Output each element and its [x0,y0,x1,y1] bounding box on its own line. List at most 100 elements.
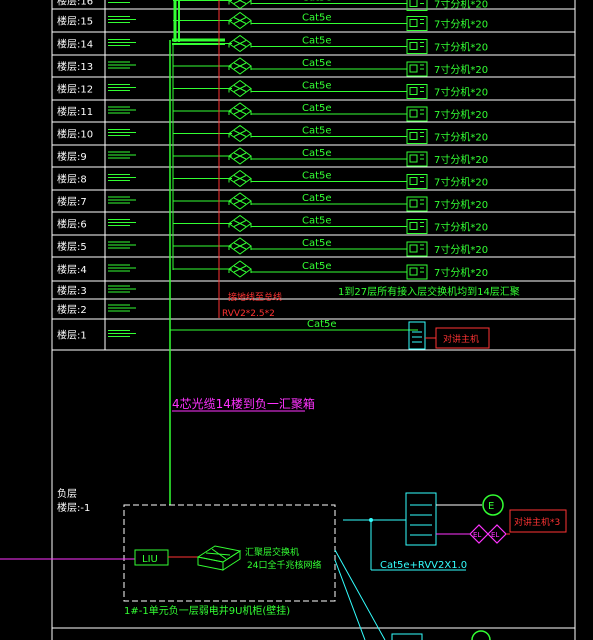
access-switch-icon [228,11,252,30]
indoor-monitor-icon [406,61,428,77]
floor-cable-label: Cat5e [302,13,332,24]
floor-row: 楼层:2 [52,303,575,320]
floor-label: 楼层:4 [57,263,87,276]
aggregation-switch-ports: 24口全千兆核网络 [247,559,321,571]
indoor-monitor-icon [406,241,428,257]
floor-device-label: 7寸分机*20 [434,176,488,189]
floor-device-label: 7寸分机*20 [434,63,488,76]
indoor-monitor-icon [406,39,428,54]
floor-tiny-notes [108,129,136,136]
access-switch-icon [228,124,252,143]
floor-row: 楼层:1 [52,329,575,351]
access-switch-icon [228,34,252,53]
indoor-monitor-icon [406,84,428,99]
floor-label: 楼层:16 [57,0,93,8]
access-switch-icon [228,214,252,233]
intercom-host-label: 对讲主机 [443,333,479,345]
floor1-cable-label: Cat5e [307,319,337,330]
door-host-label: 对讲主机*3 [514,516,560,528]
floor-cable-label: Cat5e [302,36,332,47]
indoor-monitor-icon [406,0,428,11]
floor-label: 楼层:8 [57,173,87,186]
access-switch-icon [228,237,252,255]
intercom-host-label-box [435,327,490,349]
floor-tiny-notes [108,61,136,69]
floor-tiny-notes [108,304,136,312]
access-switch-icon [228,260,252,278]
basement-label: 负层 [57,487,77,500]
floor-tiny-notes [108,241,136,249]
access-switch-icon [228,57,252,75]
basement-floor-label: 楼层:-1 [57,501,90,514]
floor-aggregation-note: 1到27层所有接入层交换机均到14层汇聚 [338,285,520,298]
access-switch-icon [228,79,252,98]
floor-cable-label: Cat5e [302,238,332,249]
floor-row: 楼层:7 Cat5e 7寸分机*20 [52,192,575,213]
floor-device-label: 7寸分机*20 [434,153,488,166]
floor-device-label: 7寸分机*20 [434,198,488,211]
floor-row: 楼层:15 Cat5e 7寸分机*20 [52,11,575,33]
indoor-monitor-icon [406,151,428,167]
floor-label: 楼层:2 [57,303,87,316]
floor-label: 楼层:14 [57,38,93,51]
cyan-links [334,492,466,640]
indoor-monitor-icon [406,196,428,212]
floor-row: 楼层:9 Cat5e 7寸分机*20 [52,147,575,168]
floor-tiny-notes [108,285,136,293]
floor-tiny-notes [108,84,136,91]
earth-symbol-icon [482,494,504,516]
floor-cable-label: Cat5e [302,81,332,92]
indoor-monitor-icon [406,106,428,122]
indoor-monitor-icon [406,16,428,31]
floor-label: 楼层:9 [57,150,87,163]
floor-tiny-notes [108,39,136,46]
access-switch-icon [228,102,252,120]
floor-tiny-notes [108,264,136,272]
floor-tiny-notes [108,151,136,159]
floor-tiny-notes [108,219,136,226]
floor-label: 楼层:15 [57,15,93,28]
main-cable-label: Cat5e+RVV2X1.0 [380,560,467,571]
floor-label: 楼层:11 [57,105,93,118]
access-switch-icon [228,0,252,10]
earth-symbol-label: E [488,501,494,512]
floor-cable-label: Cat5e [302,193,332,204]
floor-tiny-notes [108,16,136,23]
floor-tiny-notes [108,196,136,204]
el-symbol-label-2: EL [491,531,499,539]
cabinet-note: 1#-1单元负一层弱电井9U机柜(壁挂) [124,604,290,617]
floor-tiny-notes [108,174,136,181]
indoor-monitor-icon [406,219,428,234]
liu-label: LIU [142,554,158,565]
green-risers [169,0,225,505]
floor-label: 楼层:6 [57,218,87,231]
indoor-monitor-icon [406,129,428,144]
floor-cable-label: Cat5e [302,171,332,182]
floor-device-label: 7寸分机*20 [434,243,488,256]
floor-label: 楼层:7 [57,195,87,208]
floor-label: 楼层:3 [57,284,87,297]
el-symbol-label-1: EL [473,531,481,539]
floor-label: 楼层:1 [57,329,87,342]
ground-cable-spec: RVV2*2.5*2 [222,309,275,319]
floor1-link: Cat5e 对讲主机 [170,319,490,350]
floor-cable-label: Cat5e [302,261,332,272]
indoor-monitor-icon [406,264,428,280]
floor-tiny-notes [108,2,130,3]
floor-row: 楼层:3 [52,284,575,300]
access-switch-icon [228,169,252,188]
floor-label: 楼层:10 [57,128,93,141]
aggregation-switch-icon [196,545,242,571]
floor-device-label: 7寸分机*20 [434,18,488,31]
floor-tiny-notes [108,106,136,114]
intercom-host-icon [408,321,426,350]
floor-cable-label: Cat5e [302,148,332,159]
door-host-label-box [509,509,567,533]
